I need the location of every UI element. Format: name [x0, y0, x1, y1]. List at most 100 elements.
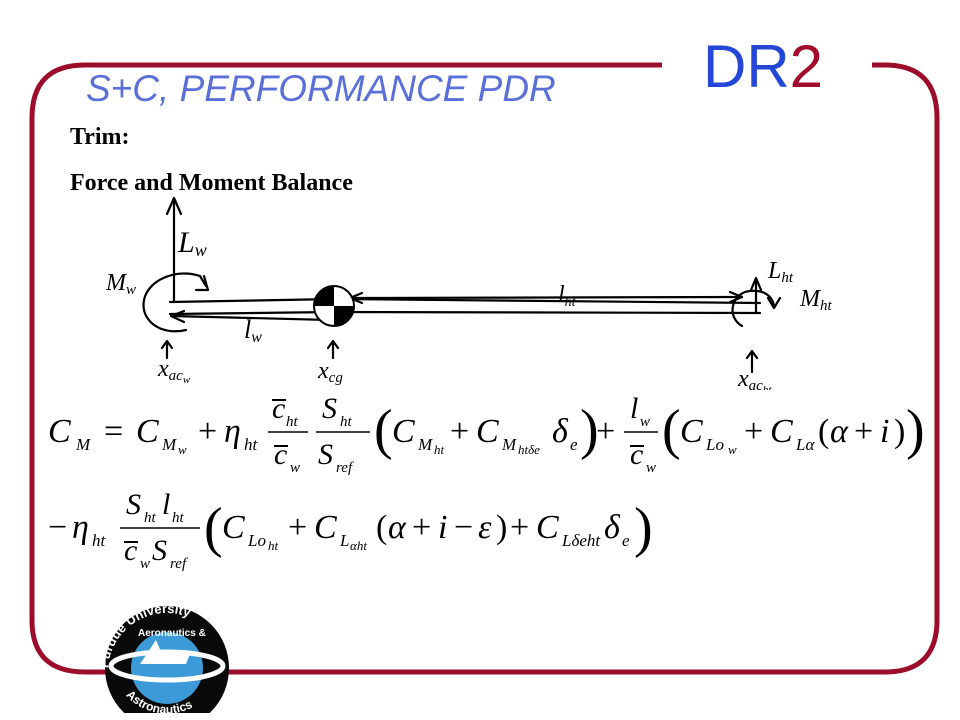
- cmht-sub-m: M: [417, 435, 433, 454]
- claht-symbol: C: [314, 509, 337, 546]
- cw-den: c: [274, 438, 287, 471]
- plus-1: +: [198, 413, 217, 450]
- cht-num: c: [272, 392, 285, 425]
- tail-moment-arc: [731, 289, 776, 328]
- sref2-den: S: [152, 534, 167, 567]
- plus-5: +: [854, 413, 873, 450]
- lw-dimension: [170, 314, 332, 322]
- wing-moment-arrowhead: [194, 274, 210, 292]
- wing-lift-sub: w: [195, 240, 207, 260]
- wing-moment-label: M: [105, 270, 128, 296]
- fuselage-line-bottom: [168, 310, 762, 316]
- logo-two: 2: [789, 33, 824, 100]
- tail-lift-label: L: [767, 258, 781, 284]
- x-ac-w-subsub: w: [183, 374, 191, 386]
- eta-2: η: [72, 509, 89, 546]
- x-cg-label: x: [317, 358, 329, 384]
- wing-lift-arrowhead: [165, 196, 183, 216]
- sref2-den-sub: ref: [170, 556, 188, 572]
- eta-1: η: [224, 413, 241, 450]
- tail-moment-label: M: [799, 286, 822, 312]
- x-ac-ht-sub: ac: [749, 378, 764, 390]
- plus-6: +: [288, 509, 307, 546]
- fuselage-line-top: [168, 297, 762, 305]
- svg-text:xacw: xacw: [157, 356, 191, 386]
- svg-text:xcg: xcg: [317, 358, 343, 386]
- arm-tail-sub: ht: [565, 295, 577, 310]
- x-cg-pointer: [326, 339, 340, 360]
- clow-sub: Lo: [705, 435, 724, 454]
- badge-aircraft-icon: [140, 640, 190, 664]
- lparen-4: (: [204, 497, 223, 559]
- wing-moment-sub: w: [126, 282, 136, 298]
- badge-globe: [131, 632, 203, 704]
- svg-text:Mht: Mht: [799, 286, 833, 314]
- x-cg-sub: cg: [329, 370, 344, 386]
- plus-4: +: [744, 413, 763, 450]
- lparen-2: (: [662, 399, 681, 461]
- clde-symbol: C: [536, 509, 559, 546]
- cg-symbol: [313, 285, 355, 327]
- lparen-1: (: [374, 399, 393, 461]
- x-ac-w-label: x: [157, 356, 169, 382]
- cla-symbol: C: [770, 413, 793, 450]
- eta-1-sub: ht: [244, 435, 259, 454]
- wing-moment-arc: [142, 272, 208, 333]
- cw3-den: c: [124, 534, 137, 567]
- cmht-symbol: C: [392, 413, 415, 450]
- sref-den-sub: ref: [336, 460, 354, 476]
- alpha-1: α: [830, 413, 849, 450]
- wing-lift-label: L: [177, 226, 195, 259]
- badge-middle-text: Aeronautics &: [138, 628, 206, 639]
- delta-e-1: δ: [552, 413, 569, 450]
- claht-sub-l: L: [339, 531, 349, 550]
- cla-sub: Lα: [795, 435, 815, 454]
- svg-text:Lw: Lw: [177, 226, 207, 260]
- rparen-4: ): [634, 497, 653, 559]
- tail-lift-sub: ht: [781, 270, 794, 286]
- svg-text:xacht: xacht: [737, 366, 772, 390]
- cmw-sub-w: w: [178, 442, 187, 457]
- lht-num: l: [162, 488, 170, 521]
- arm-wing-sub: w: [251, 329, 262, 346]
- cmde-symbol: C: [476, 413, 499, 450]
- free-body-sketch: Lw Mw lw lht Lht Mht xacw xcg xacht: [105, 196, 833, 390]
- plus-3: +: [596, 413, 615, 450]
- delta-e-2: δ: [604, 509, 621, 546]
- arm-wing-label: l: [244, 315, 251, 344]
- slide-title: S+C, PERFORMANCE PDR: [86, 68, 556, 109]
- lht-dimension: [348, 295, 744, 300]
- sht2-num-sub: ht: [144, 510, 157, 526]
- clde-sub: Lδeht: [561, 531, 601, 550]
- rparen-5: ): [496, 509, 507, 546]
- cht-num-sub: ht: [286, 414, 299, 430]
- lht-num-sub: ht: [172, 510, 185, 526]
- cmde-sub-m: M: [501, 435, 517, 454]
- svg-text:lht: lht: [558, 282, 577, 310]
- tail-lift-arrowhead: [749, 276, 763, 292]
- lparen-5: (: [376, 509, 387, 546]
- epsilon: ε: [478, 509, 492, 546]
- tail-moment-sub: ht: [820, 298, 833, 314]
- cm-symbol: C: [48, 413, 71, 450]
- lw-num-sub: w: [640, 414, 650, 430]
- cm-sub: M: [75, 435, 91, 454]
- cw2-den: c: [630, 438, 643, 471]
- sht-num-sub: ht: [340, 414, 353, 430]
- badge-orbit: [108, 649, 226, 683]
- tail-moment-arrowhead: [766, 296, 782, 310]
- clow-symbol: C: [680, 413, 703, 450]
- i-1: i: [880, 413, 889, 450]
- x-ac-w-sub: ac: [169, 368, 184, 384]
- frame-border: [29, 62, 940, 675]
- sref-den: S: [318, 438, 333, 471]
- svg-text:Lht: Lht: [767, 258, 794, 286]
- svg-text:lw: lw: [244, 315, 262, 346]
- plus-7: +: [412, 509, 431, 546]
- minus-2: −: [454, 509, 473, 546]
- alpha-2: α: [388, 509, 407, 546]
- rparen-3: ): [894, 413, 905, 450]
- purdue-aa-badge: Purdue University Aeronautics & Astronau…: [96, 601, 229, 713]
- lw-arrow-left: [169, 309, 186, 324]
